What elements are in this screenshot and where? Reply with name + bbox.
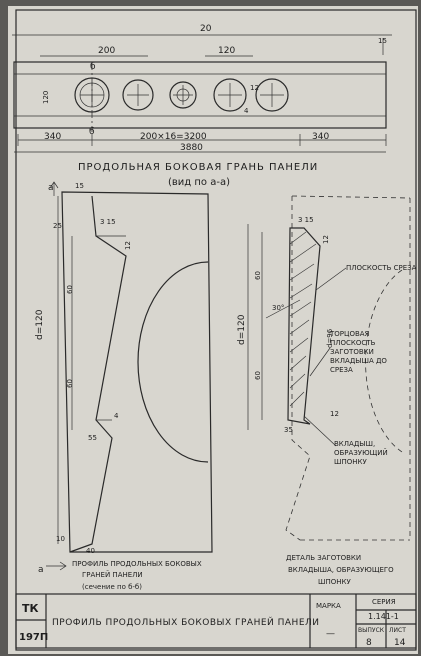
profile-caption-2: ГРАНЕЙ ПАНЕЛИ (82, 570, 143, 579)
dim-120-top: 120 (218, 46, 235, 56)
dim-15-right: 15 (378, 37, 387, 45)
label-insert: ВКЛАДЫШ, ОБРАЗУЮЩИЙ ШПОНКУ (334, 440, 388, 466)
hole-1 (74, 77, 110, 113)
detail-dim-d96: d=96 (326, 328, 334, 348)
arrow-a-top: а (48, 183, 54, 193)
hole-3 (169, 81, 197, 109)
hole-2 (122, 79, 154, 111)
dim-40: 40 (86, 547, 95, 555)
dim-4: 4 (244, 107, 249, 115)
detail-dim-12-top: 12 (322, 235, 330, 244)
dim-12: 12 (124, 241, 132, 250)
detail-view: 3 15 12 60 d=120 60 d=96 30° 12 35 ПЛОСК… (237, 195, 417, 586)
dim-25: 25 (53, 222, 62, 230)
dim-4: 4 (114, 412, 119, 420)
dim-55: 55 (88, 434, 97, 442)
detail-caption-1: ДЕТАЛЬ ЗАГОТОВКИ (286, 554, 361, 562)
dim-340-right: 340 (312, 132, 329, 142)
tb-mark-value: — (326, 629, 335, 639)
label-end-plane: ТОРЦОВАЯ ПЛОСКОСТЬ ЗАГОТОВКИ ВКЛАДЫША ДО… (330, 330, 387, 374)
dim-120-left: 120 (42, 91, 50, 104)
detail-dim-60-left: 60 (254, 271, 262, 280)
section-b-bottom: б (89, 127, 95, 137)
tb-series-label: СЕРИЯ (372, 598, 396, 606)
dim-total: 3880 (180, 143, 203, 153)
label-cut-plane: ПЛОСКОСТЬ СРЕЗА (346, 264, 417, 272)
detail-outline-dashed (291, 195, 411, 541)
insert-shape (287, 227, 321, 425)
insert-hatching (289, 231, 317, 407)
dim-60-bottom: 60 (66, 379, 74, 388)
detail-dim-12-bottom: 12 (330, 410, 339, 418)
dim-340-left: 340 (44, 132, 61, 142)
profile-caption-3: (сечение по б-б) (82, 583, 142, 591)
paper (8, 6, 418, 654)
profile-caption-1: ПРОФИЛЬ ПРОДОЛЬНЫХ БОКОВЫХ (72, 560, 202, 568)
overall-width-label: 20 (200, 24, 212, 34)
sheet-frame (15, 9, 417, 651)
dim-200: 200 (98, 46, 115, 56)
side-face-title: ПРОДОЛЬНАЯ БОКОВАЯ ГРАНЬ ПАНЕЛИ (78, 162, 318, 173)
dim-spacing: 200×16=3200 (140, 132, 207, 142)
profile-outline (61, 191, 213, 553)
tb-sheet-label: ЛИСТ (389, 627, 406, 634)
section-b-top: б (90, 62, 96, 72)
detail-dim-3-15: 3 15 (298, 216, 314, 224)
tb-tk: ТК (22, 602, 39, 615)
top-view: 20 15 200 120 б 120 (12, 24, 392, 188)
hole-5 (255, 78, 289, 112)
tb-issue-label: ВЫПУСК (358, 627, 385, 634)
side-face-subtitle: (вид по а-а) (168, 177, 230, 188)
tb-code: 197П (19, 632, 48, 643)
detail-dim-d120: d=120 (237, 314, 247, 345)
tb-series-value: 1.141-1 (368, 612, 399, 621)
title-block: ТК 197П ПРОФИЛЬ ПРОДОЛЬНЫХ БОКОВЫХ ГРАНЕ… (15, 593, 417, 649)
profile-arc (137, 261, 209, 463)
tb-title: ПРОФИЛЬ ПРОДОЛЬНЫХ БОКОВЫХ ГРАНЕЙ ПАНЕЛИ (52, 616, 320, 628)
profile-view: а 15 25 3 15 12 60 d=120 60 4 55 10 40 а… (35, 181, 213, 591)
detail-caption-2: ВКЛАДЫША, ОБРАЗУЮЩЕГО (288, 566, 394, 574)
arrow-a-bottom: а (38, 565, 44, 575)
tb-mark-label: МАРКА (316, 602, 341, 610)
dim-d120: d=120 (35, 309, 45, 340)
detail-arc-dashed (365, 269, 403, 453)
detail-dim-60-bottom: 60 (254, 371, 262, 380)
detail-angle-30: 30° (272, 304, 284, 312)
hole-4 (213, 78, 247, 112)
dim-10: 10 (56, 535, 65, 543)
tb-issue-value: 8 (366, 638, 372, 648)
panel-strip (13, 61, 387, 129)
tb-sheet-value: 14 (394, 638, 406, 648)
dim-3-15: 3 15 (100, 218, 116, 226)
detail-dim-35: 35 (284, 426, 293, 434)
dim-60-top: 60 (66, 285, 74, 294)
dim-12: 12 (250, 84, 259, 92)
dim-15-top: 15 (75, 182, 84, 190)
detail-caption-3: ШПОНКУ (318, 578, 351, 586)
